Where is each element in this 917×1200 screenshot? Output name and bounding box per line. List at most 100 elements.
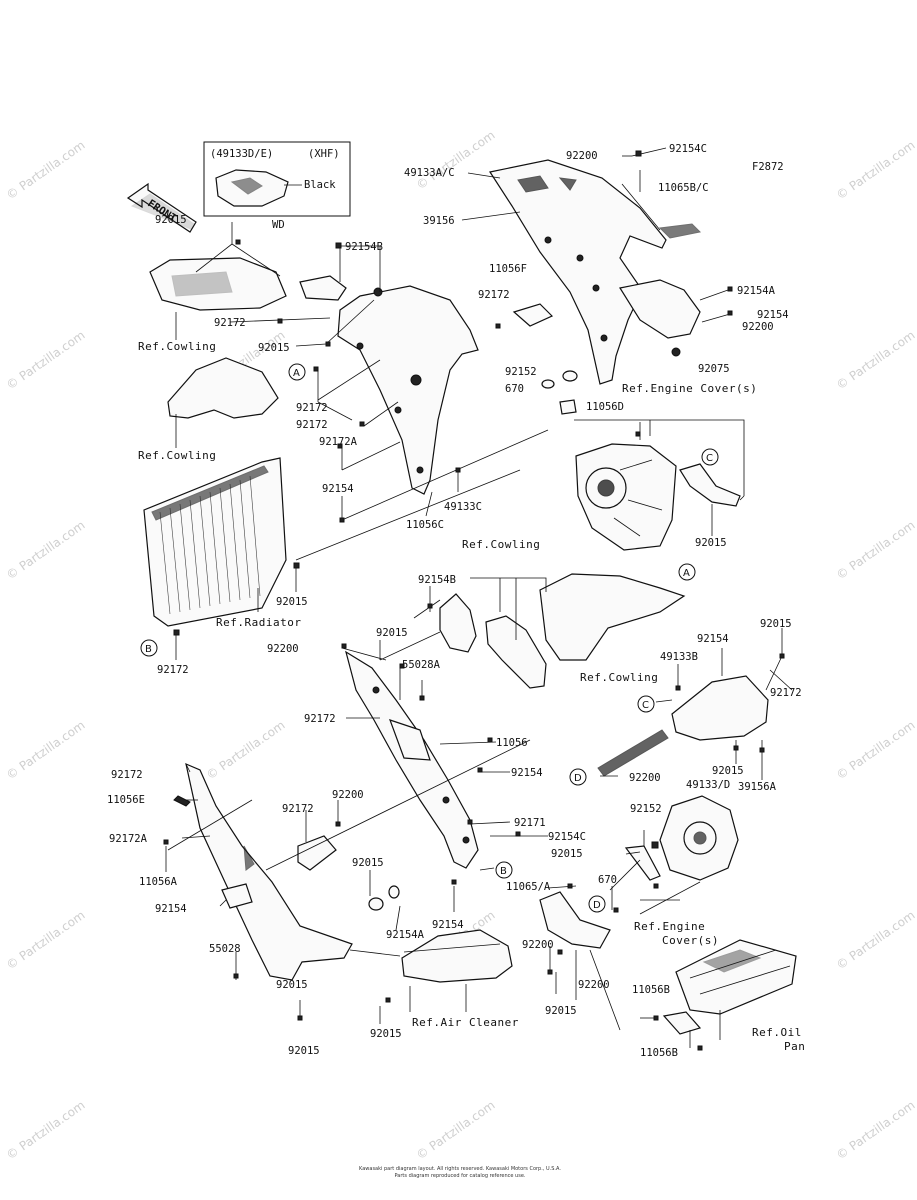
- ref-oil-pan-l1: Ref.Oil: [752, 1026, 802, 1039]
- part-number: 92172A: [109, 833, 148, 845]
- ref-engine-cover-l1: Ref.Engine: [634, 920, 705, 933]
- svg-text:C: C: [706, 453, 713, 464]
- svg-text:C: C: [642, 700, 649, 711]
- part-number: 55028: [209, 943, 241, 955]
- part-number: 92015: [695, 537, 727, 549]
- footer: Kawasaki part diagram layout. All rights…: [300, 1166, 620, 1180]
- svg-text:B: B: [145, 644, 152, 655]
- svg-text:D: D: [593, 900, 601, 911]
- shield-55028a: [671, 675, 769, 741]
- part-number: 92154: [511, 767, 543, 779]
- engine-cover-upper: [575, 443, 677, 551]
- engine-cover-lower: [659, 795, 739, 881]
- svg-text:D: D: [574, 773, 582, 784]
- panel-bracket: [389, 719, 431, 761]
- callout-c-upper: C: [701, 448, 719, 466]
- ref-air-cleaner: Ref.Air Cleaner: [412, 1016, 519, 1029]
- part-number: 92200: [267, 643, 299, 655]
- ref-cowling-4: Ref.Cowling: [580, 671, 658, 684]
- part-number: 49133A/C: [404, 167, 455, 179]
- part-number: 670: [598, 874, 617, 886]
- part-number: 92015: [545, 1005, 577, 1017]
- diagram-code: F2872: [752, 161, 784, 173]
- part-number: 11056A: [139, 876, 178, 888]
- part-number: 92154: [155, 903, 187, 915]
- inner-panel-49133b: [345, 650, 479, 869]
- variant-color: Black: [304, 179, 336, 191]
- collar-92152-lower: [368, 897, 384, 911]
- part-number: 55028A: [402, 659, 441, 671]
- watermark: © Partzilla.com: [4, 138, 88, 203]
- part-number: 92154: [757, 309, 789, 321]
- svg-text:A: A: [293, 368, 300, 379]
- footer-line-1: Kawasaki part diagram layout. All rights…: [359, 1166, 561, 1172]
- watermark: © Partzilla.com: [414, 128, 498, 193]
- part-number: 11065B/C: [658, 182, 709, 194]
- washer-670-lower: [388, 885, 400, 899]
- part-number: 92015: [712, 765, 744, 777]
- part-number: 92172: [111, 769, 143, 781]
- washer-670: [541, 379, 555, 389]
- part-number: 39156: [423, 215, 455, 227]
- watermark: © Partzilla.com: [204, 718, 288, 783]
- callout-b-lower: B: [495, 861, 513, 879]
- ref-engine-cover-l2: Cover(s): [662, 934, 719, 947]
- part-number: 92015: [760, 618, 792, 630]
- part-number: 92154A: [737, 285, 776, 297]
- part-number: 92152: [630, 803, 662, 815]
- part-number: 92172: [282, 803, 314, 815]
- part-number: 92172: [214, 317, 246, 329]
- part-number: 92015: [258, 342, 290, 354]
- variant-box: (49133D/E) (XHF) Black WD: [203, 141, 351, 231]
- cowling-panel-49133a: [489, 159, 667, 385]
- callout-a-lower: A: [678, 563, 696, 581]
- part-number: 11065/A: [506, 881, 551, 893]
- part-number: 11056E: [107, 794, 145, 806]
- watermark: © Partzilla.com: [4, 718, 88, 783]
- ref-cowling-1: Ref.Cowling: [138, 340, 216, 353]
- cowling-mid-right: [539, 573, 686, 661]
- part-number: 92172A: [319, 436, 358, 448]
- part-number: 92172: [296, 419, 328, 431]
- part-number: 92154B: [345, 241, 383, 253]
- oil-pan: [675, 939, 797, 1015]
- ref-radiator: Ref.Radiator: [216, 616, 301, 629]
- duct-right-small: [485, 615, 547, 689]
- stay-11056b: [662, 1011, 702, 1035]
- part-number: 92200: [629, 772, 661, 784]
- part-number: 92154: [432, 919, 464, 931]
- part-number: 11056: [496, 737, 528, 749]
- watermark: © Partzilla.com: [4, 518, 88, 583]
- inner-panel-49133c: [337, 285, 479, 495]
- part-number: 11056B: [632, 984, 670, 996]
- watermark: © Partzilla.com: [834, 1098, 917, 1163]
- callout-d-upper: D: [569, 768, 587, 786]
- air-cleaner: [401, 929, 513, 983]
- part-number: 92172: [157, 664, 189, 676]
- collar-92152: [562, 370, 578, 382]
- bracket-11056e: [297, 835, 337, 871]
- part-number: 11056B: [640, 1047, 678, 1059]
- part-number: 49133C: [444, 501, 482, 513]
- part-number: 92171: [514, 817, 546, 829]
- part-number: 92015: [155, 214, 187, 226]
- part-number: 49133/D: [686, 779, 730, 791]
- svg-text:B: B: [500, 866, 507, 877]
- clip-11056d: [559, 399, 577, 415]
- part-number: 92015: [276, 596, 308, 608]
- watermark: © Partzilla.com: [4, 908, 88, 973]
- svg-text:A: A: [683, 568, 690, 579]
- part-number: 92200: [578, 979, 610, 991]
- shield-55028: [539, 891, 611, 949]
- part-number: 92154A: [386, 929, 425, 941]
- part-number: 92172: [770, 687, 802, 699]
- part-number: 92015: [288, 1045, 320, 1057]
- callout-d-lower: D: [588, 895, 606, 913]
- watermark: © Partzilla.com: [834, 908, 917, 973]
- watermark: © Partzilla.com: [4, 1098, 88, 1163]
- ref-cowling-3: Ref.Cowling: [462, 538, 540, 551]
- part-number: 92172: [304, 713, 336, 725]
- tape-39156a: [173, 795, 191, 807]
- part-number: 92015: [370, 1028, 402, 1040]
